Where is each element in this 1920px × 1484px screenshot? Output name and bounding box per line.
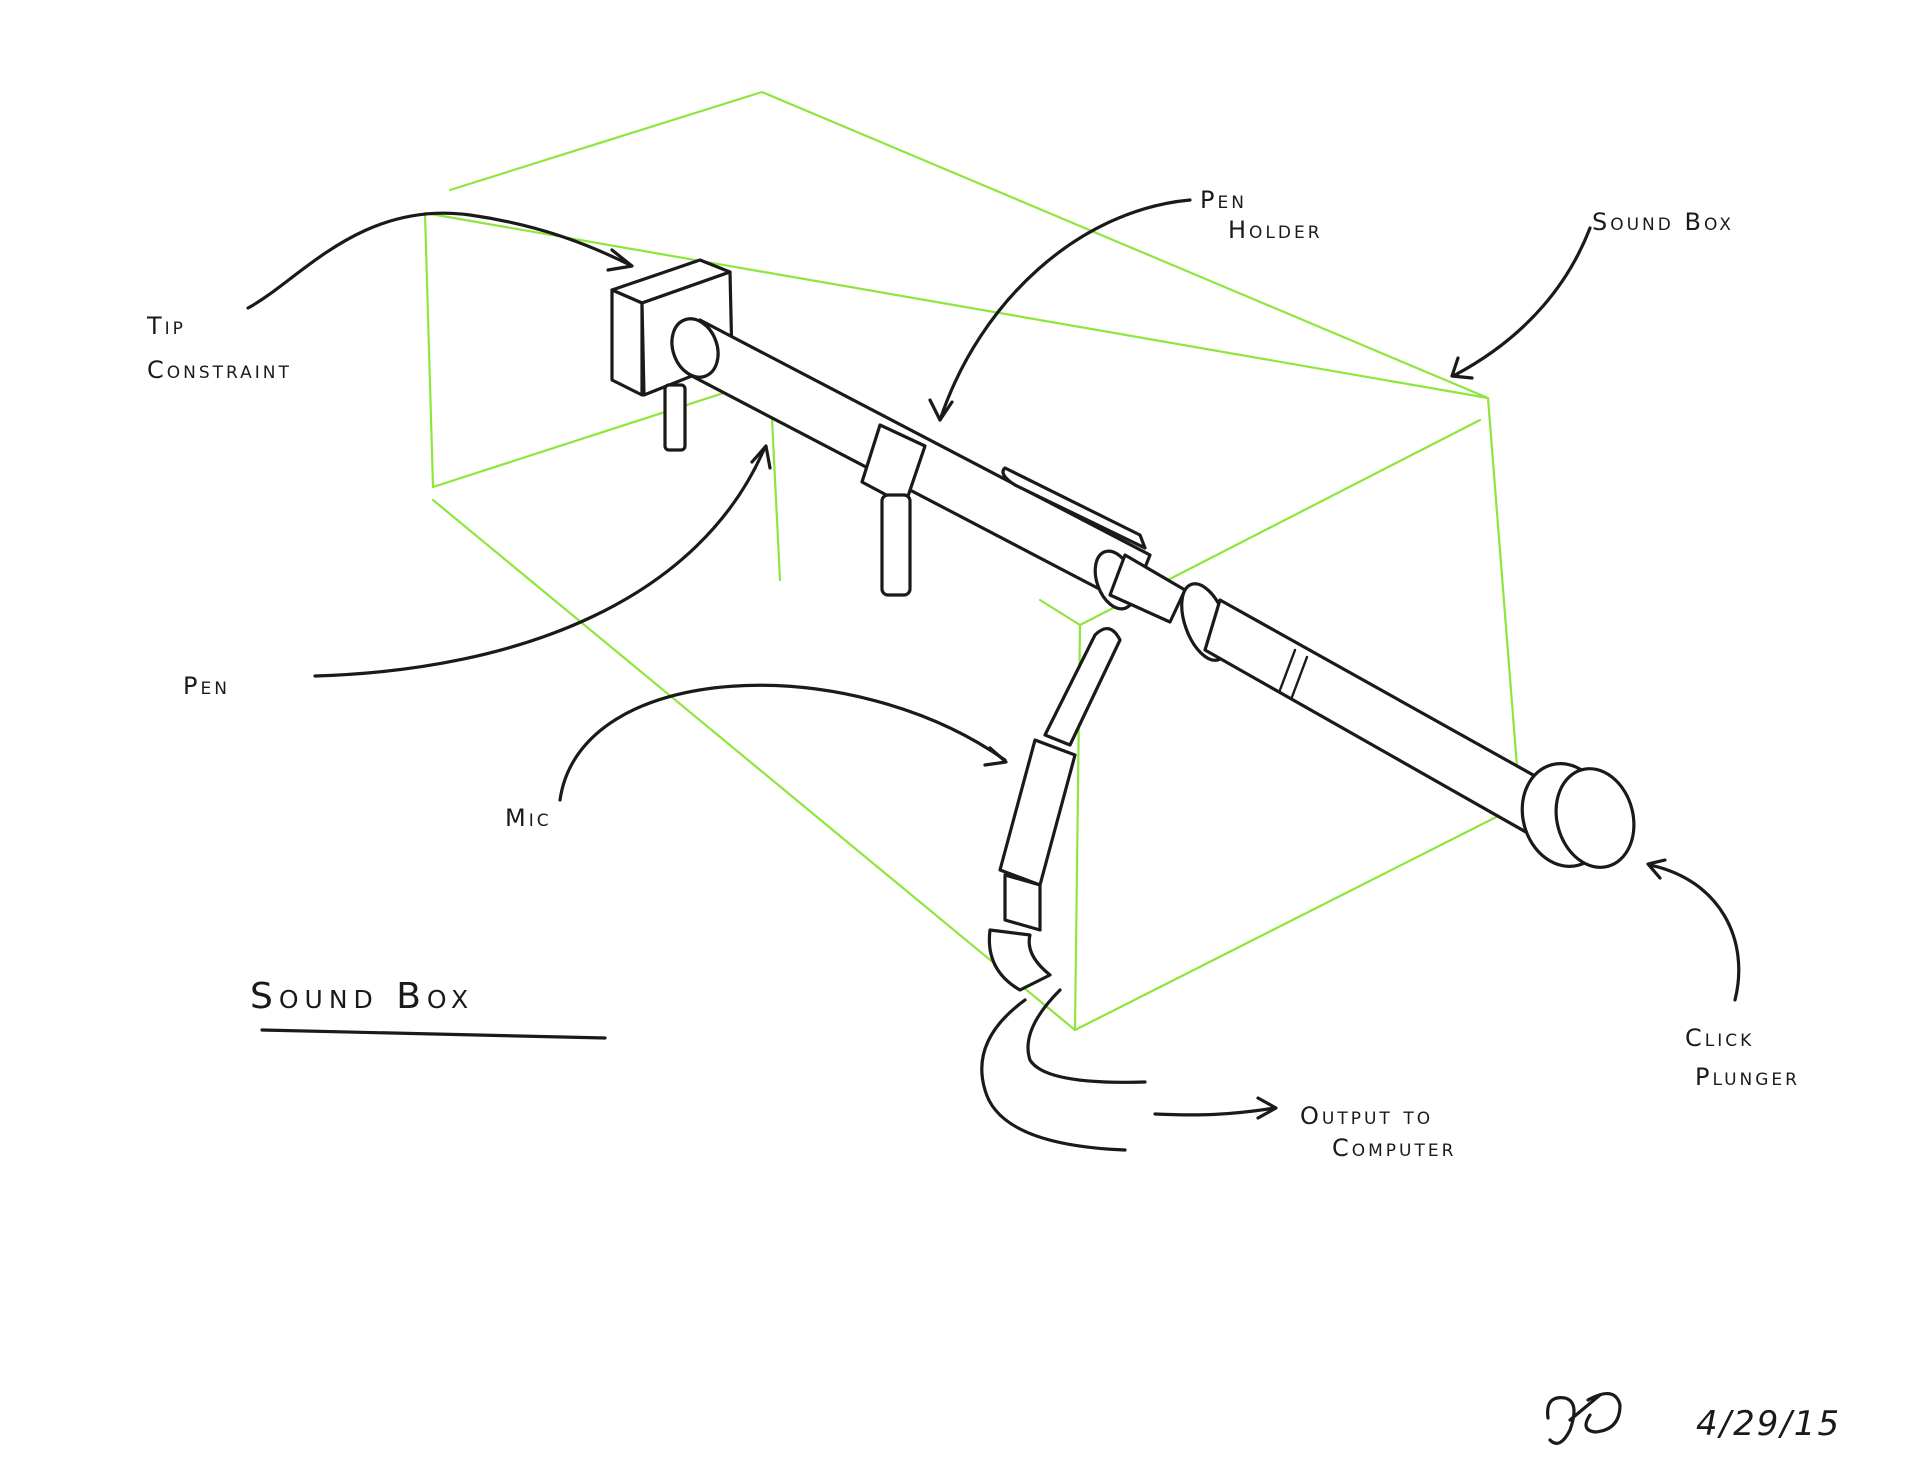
label-output-line2: Computer <box>1332 1134 1456 1162</box>
label-pen-holder-line2: Holder <box>1228 216 1323 244</box>
label-pen-holder-line1: Pen <box>1200 186 1247 214</box>
label-sound-box: Sound Box <box>1592 208 1734 236</box>
title-underline <box>260 1028 607 1040</box>
label-mic: Mic <box>505 804 552 832</box>
label-output-line1: Output to <box>1300 1102 1433 1130</box>
label-pen: Pen <box>183 672 230 700</box>
signature <box>1546 1392 1622 1445</box>
click-plunger <box>1203 598 1636 869</box>
label-click-line2: Plunger <box>1695 1063 1800 1091</box>
label-click-line1: Click <box>1685 1024 1754 1052</box>
diagram-title: Sound Box <box>250 976 474 1017</box>
date: 4/29/15 <box>1696 1404 1841 1444</box>
sound-box-outline <box>423 90 1522 1032</box>
pen <box>670 317 1230 662</box>
mic <box>987 627 1122 992</box>
label-tip-line1: Tip <box>146 312 186 340</box>
label-tip-line2: Constraint <box>147 356 292 384</box>
leader-arrows <box>246 198 1741 1120</box>
output-cable <box>980 988 1147 1152</box>
